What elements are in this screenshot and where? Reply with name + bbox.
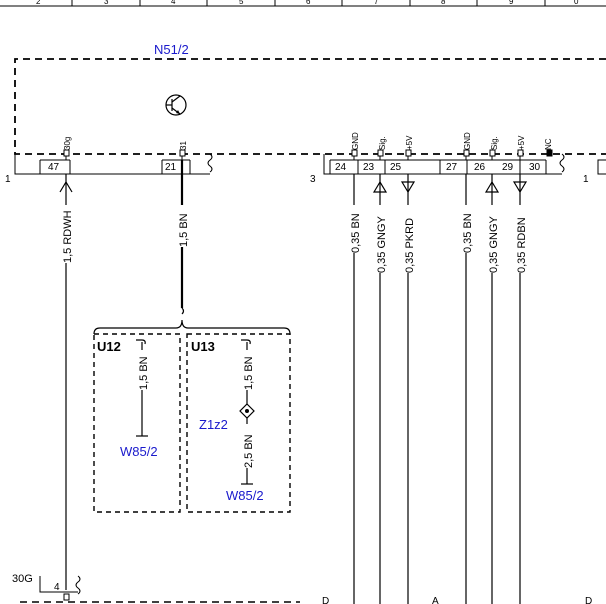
pin-23: Sig. 23 <box>363 136 387 173</box>
pin-30: NC 30 <box>529 138 553 173</box>
ruler-label: 0 <box>574 0 579 6</box>
pin-signal: 31 <box>179 141 188 150</box>
pin-number: 25 <box>390 162 402 173</box>
pin-signal: NC <box>544 138 553 150</box>
connector-3: 3 1 <box>310 153 606 185</box>
wire-label: 0,35 BN <box>350 213 362 253</box>
pin-signal: Sig. <box>378 136 387 150</box>
pin-25: +5V 25 <box>390 135 414 173</box>
pin-number: 21 <box>165 162 177 173</box>
ground-point: W85/2 <box>226 488 264 503</box>
splice-icon <box>239 403 255 419</box>
terminal-label: 30G <box>12 573 33 585</box>
wire-rdwh: 1,5 RDWH <box>58 174 74 590</box>
pin-signal: Sig. <box>490 136 499 150</box>
wire-label: 0,35 GNGY <box>488 215 500 273</box>
pin-47: 30g 47 <box>48 137 72 173</box>
pin-signal: GND <box>351 132 360 150</box>
variant-code: U12 <box>97 339 121 354</box>
pin-number: 27 <box>446 162 458 173</box>
transistor-icon <box>165 94 187 116</box>
edge-letter: A <box>432 596 439 604</box>
grid-ruler: 2 3 4 5 6 7 8 9 0 <box>0 0 606 7</box>
ruler-label: 2 <box>36 0 41 6</box>
pin-signal: +5V <box>517 135 526 150</box>
connector-1: 1 <box>5 153 213 185</box>
wire-label: 0,35 PKRD <box>404 218 416 273</box>
wire-label: 1,5 RDWH <box>62 210 74 263</box>
pin-number: 29 <box>502 162 514 173</box>
wire-bn-main: 1,5 BN <box>93 160 291 335</box>
edge-letter: D <box>585 596 592 604</box>
connector-label: 3 <box>310 174 316 185</box>
pin-24: GND 24 <box>335 132 360 173</box>
pin-number: 4 <box>54 582 60 593</box>
wire-bn-27: 0,35 BN <box>458 174 474 604</box>
wire-label: 2,5 BN <box>243 434 255 468</box>
pin-27: GND 27 <box>446 132 472 173</box>
connector-label: 1 <box>5 174 11 185</box>
ruler-label: 9 <box>509 0 514 6</box>
ruler-label: 7 <box>374 0 379 6</box>
wire-label: 0,35 GNGY <box>376 215 388 273</box>
ruler-label: 8 <box>441 0 446 6</box>
pin-number: 26 <box>474 162 486 173</box>
wire-label: 1,5 BN <box>243 356 255 390</box>
wire-gngy-23: 0,35 GNGY <box>372 174 388 604</box>
pin-number: 30 <box>529 162 541 173</box>
wire-label: 0,35 RDBN <box>516 217 528 273</box>
ruler-label: 6 <box>306 0 311 6</box>
pin-signal: GND <box>463 132 472 150</box>
wire-label: 0,35 BN <box>462 213 474 253</box>
pin-number: 47 <box>48 162 60 173</box>
bottom-connector: 30G 4 D A D <box>12 573 592 604</box>
pin-number: 23 <box>363 162 375 173</box>
pin-26: Sig. 26 <box>474 136 499 173</box>
pin-number: 24 <box>335 162 347 173</box>
ground-point: W85/2 <box>120 444 158 459</box>
module-boundary <box>14 58 606 155</box>
pin-signal: 30g <box>63 137 72 150</box>
pin-21: 31 21 <box>165 141 188 173</box>
wire-gngy-26: 0,35 GNGY <box>484 174 500 604</box>
wire-bn-24: 0,35 BN <box>346 174 362 604</box>
wire-label: 1,5 BN <box>138 356 150 390</box>
wire-rdbn-29: 0,35 RDBN <box>512 174 528 604</box>
pin-29: +5V 29 <box>502 135 526 173</box>
ruler-label: 3 <box>104 0 109 6</box>
variant-u13: U13 1,5 BN Z1z2 2,5 BN W85/2 <box>186 333 291 513</box>
connector-label: 1 <box>583 174 589 185</box>
ruler-label: 5 <box>239 0 244 6</box>
splice-label: Z1z2 <box>199 417 228 432</box>
module-title: N51/2 <box>154 42 189 57</box>
variant-code: U13 <box>191 339 215 354</box>
wire-label: 1,5 BN <box>178 213 190 247</box>
variant-u12: U12 1,5 BN W85/2 <box>93 333 181 513</box>
edge-letter: D <box>322 596 329 604</box>
pin-signal: +5V <box>405 135 414 150</box>
wire-pkrd-25: 0,35 PKRD <box>400 174 416 604</box>
ruler-label: 4 <box>171 0 176 6</box>
